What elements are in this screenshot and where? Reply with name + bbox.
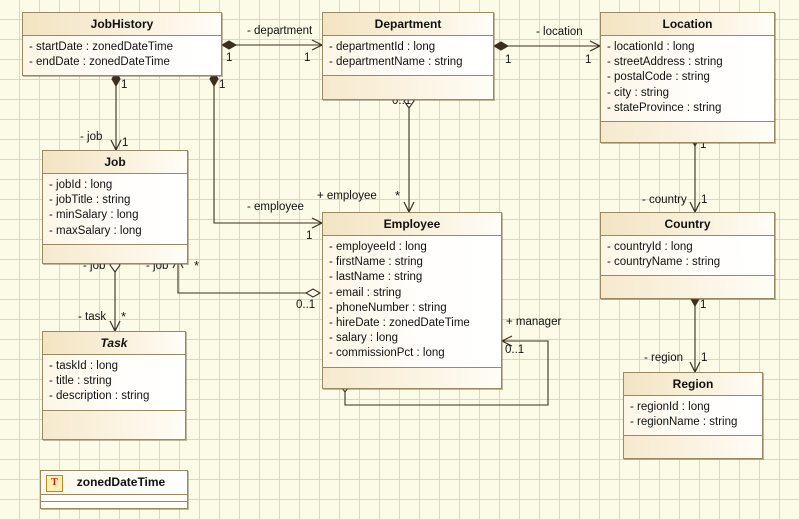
edge-label-employee: - employee xyxy=(247,201,304,213)
mult-jobhistory-job-target: 1 xyxy=(122,137,129,149)
datatype-ops-compartment xyxy=(41,502,187,508)
attributes-jobhistory: - startDate : zonedDateTime - endDate : … xyxy=(23,36,221,76)
class-name-department: Department xyxy=(323,13,493,36)
datatype-attrs-compartment xyxy=(41,495,187,502)
mult-department-location-target: 1 xyxy=(585,54,592,66)
mult-jobhistory-department-source: 1 xyxy=(226,52,233,64)
attributes-department: - departmentId : long - departmentName :… xyxy=(323,36,493,77)
attribute-row: - city : string xyxy=(607,86,669,99)
attribute-row: - stateProvince : string xyxy=(607,101,722,114)
edge-label-manager: + manager xyxy=(506,316,562,328)
attributes-country: - countryId : long - countryName : strin… xyxy=(601,236,774,277)
class-name-region: Region xyxy=(624,373,762,396)
attribute-row: - firstName : string xyxy=(329,256,423,269)
class-box-location[interactable]: Location - locationId : long - streetAdd… xyxy=(600,12,775,144)
operations-region xyxy=(624,436,762,459)
attribute-row: - lastName : string xyxy=(329,271,423,284)
filled-diamond-department-location xyxy=(492,41,510,51)
class-box-jobhistory[interactable]: JobHistory - startDate : zonedDateTime -… xyxy=(22,12,222,77)
edge-label-job-from-history: - job xyxy=(80,131,103,143)
mult-country-region-source: 1 xyxy=(700,299,707,311)
attributes-location: - locationId : long - streetAddress : st… xyxy=(601,36,774,123)
operations-employee xyxy=(323,367,501,388)
mult-employee-manager-target: 0..1 xyxy=(505,344,525,356)
edge-label-plus-employee: + employee xyxy=(317,190,377,202)
attribute-row: - title : string xyxy=(49,375,112,388)
operations-department xyxy=(323,76,493,100)
edge-label-country: - country xyxy=(642,194,687,206)
attribute-row: - startDate : zonedDateTime xyxy=(29,41,174,53)
attribute-row: - regionName : string xyxy=(630,416,738,429)
class-box-country[interactable]: Country - countryId : long - countryName… xyxy=(600,212,775,300)
attribute-row: - streetAddress : string xyxy=(607,56,723,69)
attribute-row: - employeeId : long xyxy=(329,241,427,253)
attribute-row: - locationId : long xyxy=(607,41,695,53)
attribute-row: - departmentId : long xyxy=(329,41,436,53)
mult-jobhistory-employee-source: 1 xyxy=(219,79,226,91)
filled-diamond-jobhistory-department xyxy=(220,40,238,50)
attribute-row: - postalCode : string xyxy=(607,71,710,84)
datatype-box-zoneddatetime[interactable]: T zonedDateTime xyxy=(40,470,188,509)
class-name-employee: Employee xyxy=(323,213,501,236)
mult-jobhistory-employee-target: 1 xyxy=(306,230,313,242)
attribute-row: - commissionPct : long xyxy=(329,347,445,360)
attributes-task: - taskId : long - title : string - descr… xyxy=(43,355,185,411)
mult-location-country-target: 1 xyxy=(701,194,708,206)
attribute-row: - countryName : string xyxy=(607,256,721,269)
class-box-task[interactable]: Task - taskId : long - title : string - … xyxy=(42,331,186,440)
attribute-row: - phoneNumber : string xyxy=(329,301,447,314)
class-box-job[interactable]: Job - jobId : long - jobTitle : string -… xyxy=(42,150,188,264)
attribute-row: - taskId : long xyxy=(49,360,119,372)
class-name-location: Location xyxy=(601,13,774,36)
mult-location-country-source: 1 xyxy=(700,139,707,151)
class-box-employee[interactable]: Employee - employeeId : long - firstName… xyxy=(322,212,502,389)
edge-label-location: - location xyxy=(536,26,583,38)
mult-jobhistory-department-target: 1 xyxy=(304,52,311,64)
attribute-row: - email : string xyxy=(329,286,402,299)
attributes-region: - regionId : long - regionName : string xyxy=(624,396,762,437)
edge-label-task: - task xyxy=(78,311,107,323)
mult-job-task-target: * xyxy=(121,309,127,324)
attribute-row: - salary : long xyxy=(329,332,399,345)
mult-country-region-target: 1 xyxy=(701,352,708,364)
open-diamond-employee-job xyxy=(304,288,322,298)
attributes-job: - jobId : long - jobTitle : string - min… xyxy=(43,174,187,245)
class-box-region[interactable]: Region - regionId : long - regionName : … xyxy=(623,372,763,460)
mult-jobhistory-job-source: 1 xyxy=(121,79,128,91)
edge-label-department: - department xyxy=(247,25,313,37)
class-box-department[interactable]: Department - departmentId : long - depar… xyxy=(322,12,494,101)
attribute-row: - regionId : long xyxy=(630,401,710,413)
class-name-jobhistory: JobHistory xyxy=(23,13,221,36)
attribute-row: - jobId : long xyxy=(49,179,113,191)
datatype-t-icon: T xyxy=(46,475,63,492)
attribute-row: - jobTitle : string xyxy=(49,194,131,207)
class-name-country: Country xyxy=(601,213,774,236)
mult-employee-job-target: * xyxy=(194,258,200,273)
datatype-name: zonedDateTime xyxy=(76,475,166,489)
mult-employee-job-source: 0..1 xyxy=(296,299,316,311)
attribute-row: - minSalary : long xyxy=(49,209,139,222)
operations-job xyxy=(43,244,187,263)
attribute-row: - hireDate : zonedDateTime xyxy=(329,317,470,330)
attribute-row: - countryId : long xyxy=(607,241,693,253)
attribute-row: - endDate : zonedDateTime xyxy=(29,56,170,69)
operations-location xyxy=(601,122,774,143)
attribute-row: - description : string xyxy=(49,390,150,403)
class-name-job: Job xyxy=(43,151,187,174)
attribute-row: - maxSalary : long xyxy=(49,224,142,237)
class-name-task: Task xyxy=(43,332,185,355)
edge-label-region: - region xyxy=(644,352,683,364)
attributes-employee: - employeeId : long - firstName : string… xyxy=(323,236,501,368)
datatype-header: T zonedDateTime xyxy=(41,471,187,495)
attribute-row: - departmentName : string xyxy=(329,56,463,69)
mult-department-location-source: 1 xyxy=(505,54,512,66)
mult-department-employee-target: * xyxy=(395,188,401,203)
operations-task xyxy=(43,410,185,439)
operations-country xyxy=(601,276,774,299)
